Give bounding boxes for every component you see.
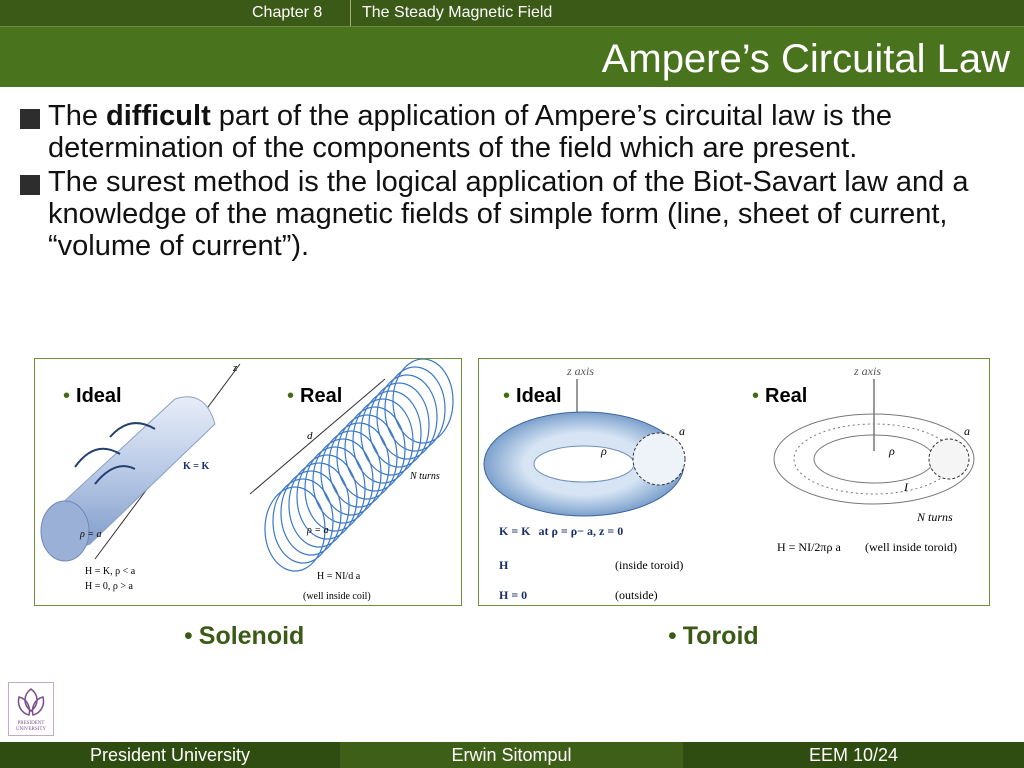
bullet-item-1: The difficult part of the application of… [20, 100, 1010, 164]
i-label: I [903, 480, 909, 494]
d-label: d [307, 430, 313, 442]
h-outside-equation: H = 0 [499, 588, 527, 602]
current-arrow [94, 465, 136, 485]
footer-author: Erwin Sitompul [340, 742, 683, 768]
bullet-dot-icon: • [184, 622, 193, 650]
president-university-logo-icon: PRESIDENT UNIVERSITY [16, 688, 46, 732]
bullet-dot-icon: • [63, 385, 71, 407]
bullet-dot-icon: • [503, 385, 511, 407]
footer-institution: President University [89, 745, 251, 765]
n-turns-label: N turns [916, 510, 953, 524]
bullet-2-text: The surest method is the logical applica… [48, 166, 969, 262]
real-label: •Real [287, 385, 343, 407]
bullet-1-pre: The [48, 100, 107, 132]
h-outside-label: H = 0, ρ > a [85, 581, 133, 592]
bullet-item-2: The surest method is the logical applica… [20, 166, 1010, 262]
a-label: a [679, 424, 685, 438]
rho0-label: ρ [888, 444, 895, 458]
ideal-label: •Ideal [63, 385, 122, 407]
header-divider [350, 0, 351, 26]
h-inside-label: H = K, ρ < a [85, 566, 136, 577]
toroid-hole [533, 445, 635, 483]
h-inside-label: (inside toroid) [615, 558, 683, 572]
footer-bar: President University Erwin Sitompul EEM … [0, 742, 1024, 768]
square-bullet-icon [20, 175, 40, 195]
current-arrow [109, 422, 156, 438]
z-axis-label: z axis [853, 364, 881, 378]
section-label: The Steady Magnetic Field [362, 4, 553, 21]
chapter-label: Chapter 8 [252, 4, 323, 21]
h-real-label: H = NI/d a [317, 571, 361, 582]
z-axis-label: z axis [566, 364, 594, 378]
cylinder-end-face [40, 500, 90, 562]
slide-title: Ampere’s Circuital Law [601, 37, 1010, 81]
ideal-label: •Ideal [503, 385, 562, 407]
toroid-cross-section [928, 438, 970, 480]
d-dimension-line [249, 378, 386, 495]
bullet-dot-icon: • [668, 622, 677, 650]
rho0-label: ρ [600, 444, 607, 458]
h-inside-equation: H [499, 558, 509, 572]
bullet-dot-icon: • [287, 385, 295, 407]
solenoid-figure-panel: z ρ = a K = K H = K, ρ < a H = 0, ρ > a … [34, 358, 462, 606]
svg-text:UNIVERSITY: UNIVERSITY [16, 727, 46, 732]
z-axis-label: z [232, 362, 238, 374]
top-bar: Chapter 8 The Steady Magnetic Field [0, 0, 1024, 26]
rho-a-real-label: ρ = a [306, 525, 329, 536]
coil-turns [264, 358, 454, 572]
h-real-label: H = NI/2πρ a [777, 540, 841, 554]
title-bar: Ampere’s Circuital Law [0, 26, 1024, 87]
well-inside-toroid-label: (well inside toroid) [865, 540, 957, 554]
current-arrow [74, 447, 121, 468]
toroid-caption: •Toroid [668, 622, 759, 650]
solenoid-illustration: z ρ = a K = K H = K, ρ < a H = 0, ρ > a … [40, 358, 454, 602]
toroid-cross-section [632, 432, 686, 486]
h-outside-label: (outside) [615, 588, 658, 602]
bullet-1-post: part of the application of Ampere’s circ… [48, 100, 893, 164]
bullet-list: The difficult part of the application of… [20, 100, 1010, 264]
square-bullet-icon [20, 109, 40, 129]
university-logo: PRESIDENT UNIVERSITY [8, 682, 54, 736]
bullet-dot-icon: • [752, 385, 760, 407]
rho-a-label: ρ = a [79, 529, 102, 540]
real-label: •Real [752, 385, 808, 407]
k-label: K = K [183, 461, 209, 472]
solenoid-caption: •Solenoid [184, 622, 305, 650]
bullet-1-bold: difficult [106, 100, 211, 132]
svg-text:PRESIDENT: PRESIDENT [18, 721, 45, 726]
n-turns-label: N turns [409, 471, 440, 482]
well-inside-coil-label: (well inside coil) [303, 591, 371, 602]
a-label: a [964, 424, 970, 438]
footer-page-number: EEM 10/24 [808, 745, 899, 765]
